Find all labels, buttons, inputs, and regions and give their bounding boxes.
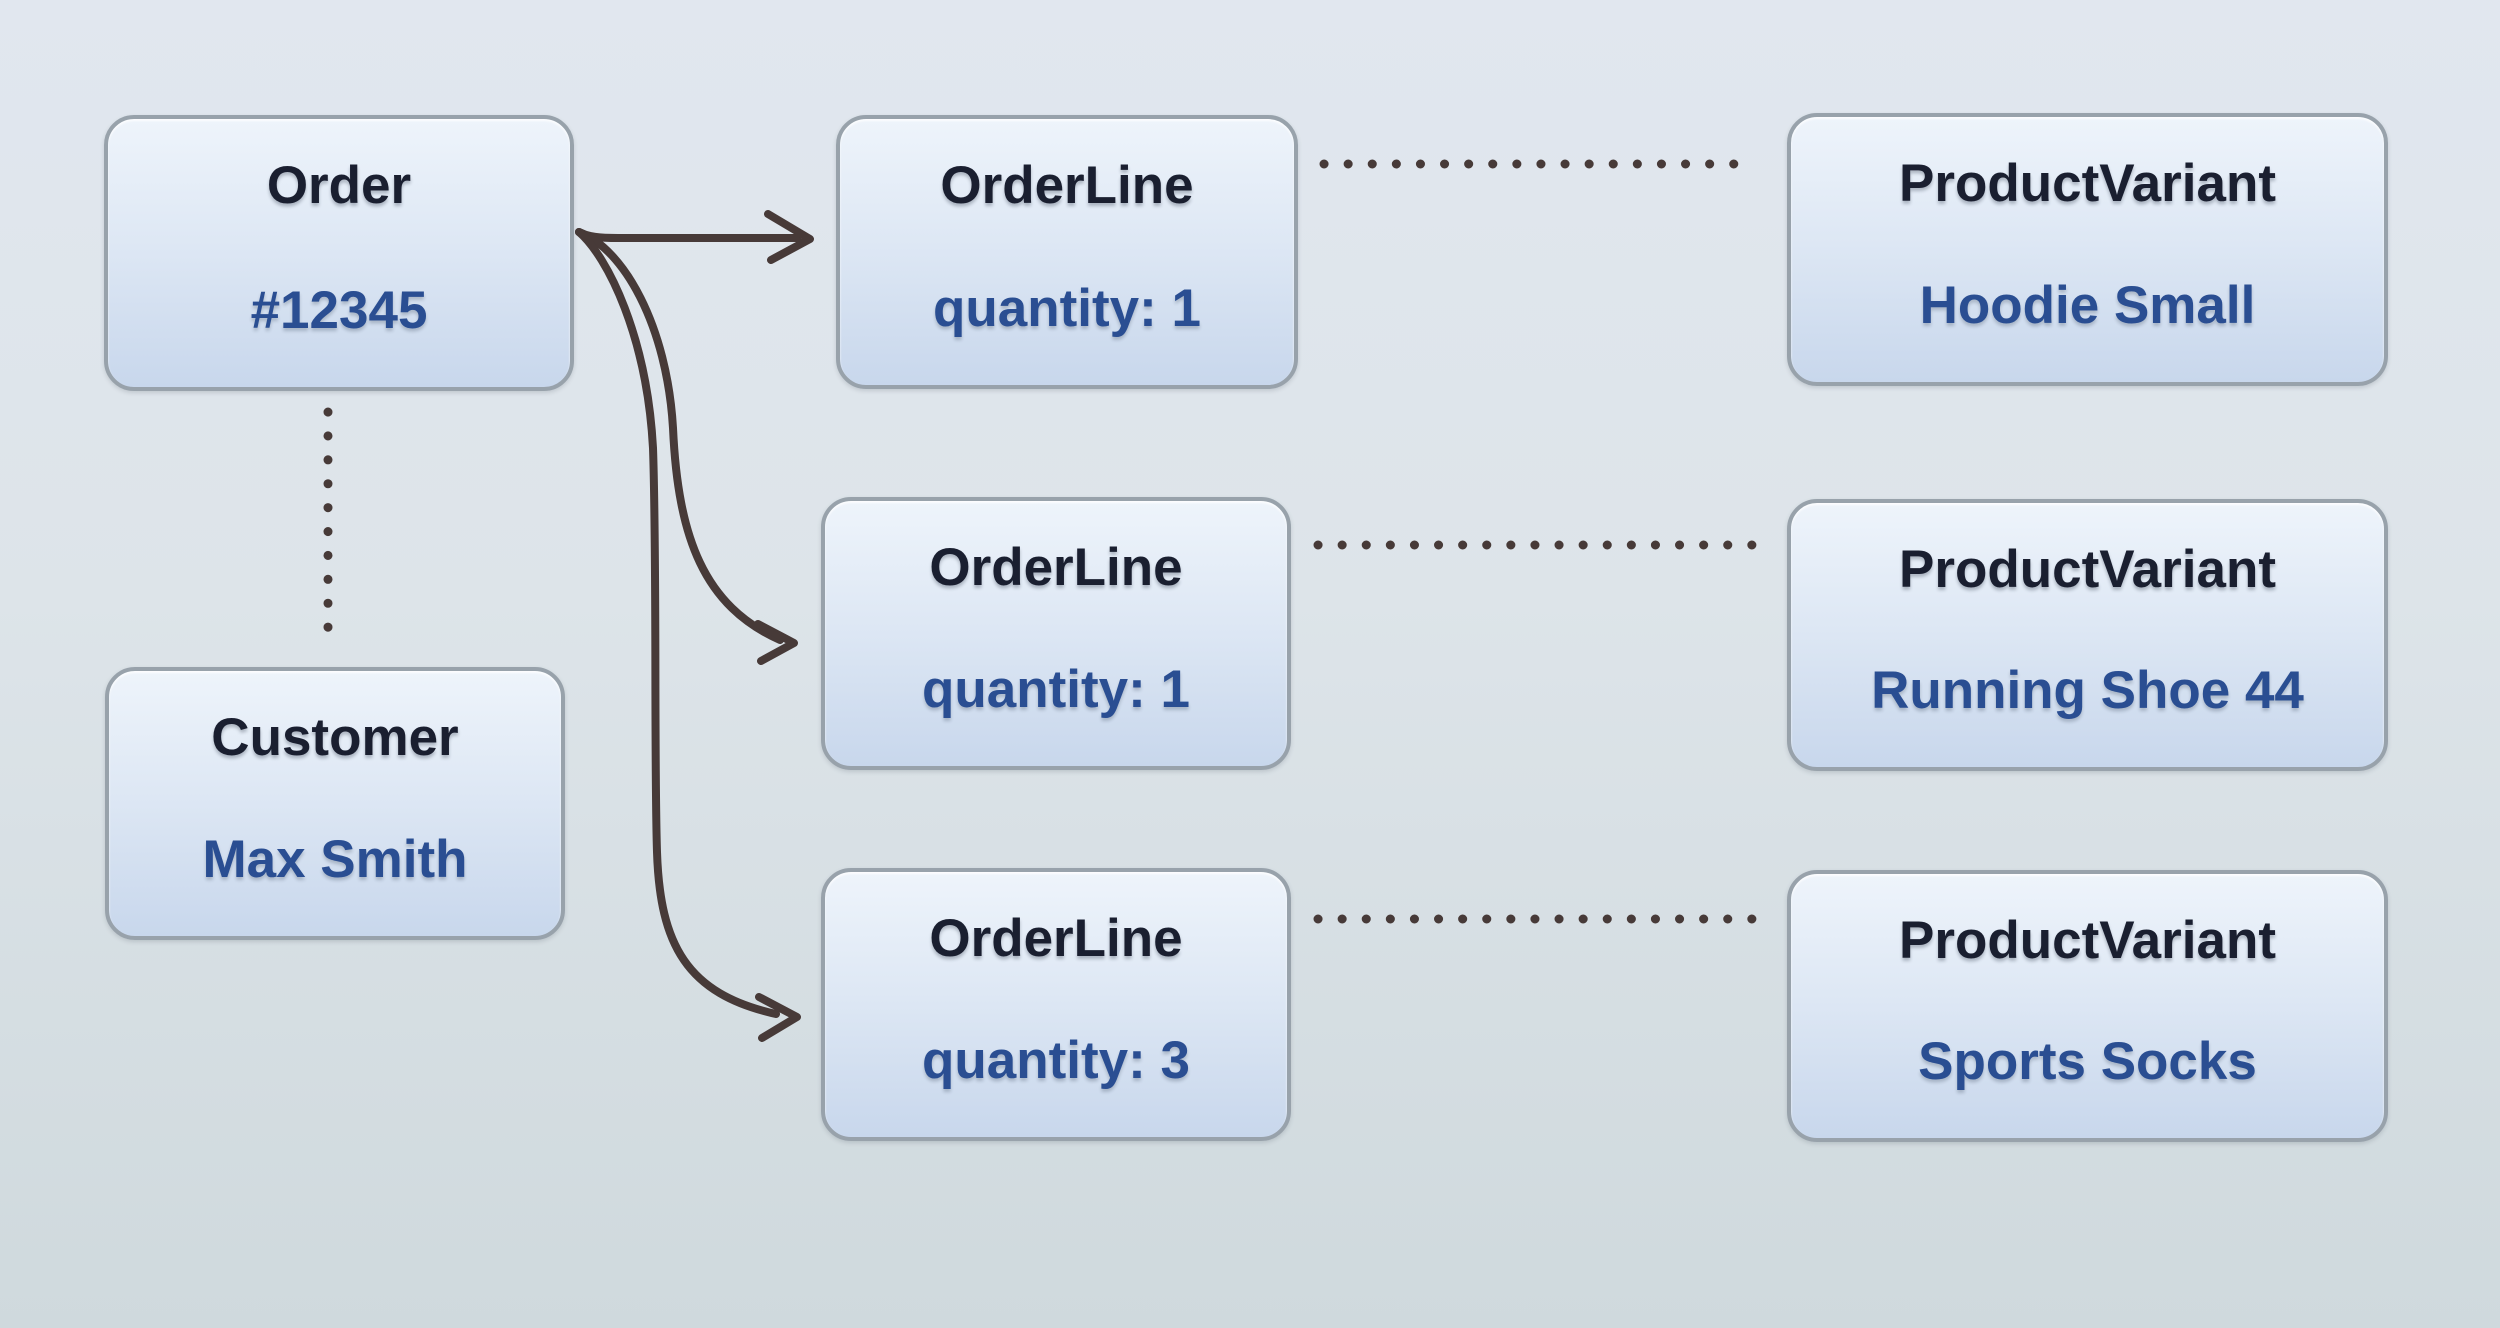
node-productvariant-2-title: ProductVariant [1899,540,2276,599]
node-order-value: #12345 [250,281,428,340]
edge-order-orderline1-arrowhead [764,210,814,264]
node-orderline-1-title: OrderLine [940,156,1194,215]
edge-order-orderline1-arrow [575,228,802,242]
node-customer: Customer Max Smith [105,667,565,940]
edge-order-orderline2-arrowhead [754,620,798,665]
edge-order-orderline3-arrow [575,228,780,1018]
node-productvariant-1: ProductVariant Hoodie Small [1787,113,2388,386]
node-customer-title: Customer [211,708,459,767]
node-customer-value: Max Smith [202,830,468,889]
edge-order-orderline3-arrowhead [755,993,801,1042]
node-productvariant-3-title: ProductVariant [1899,911,2276,970]
node-orderline-1: OrderLine quantity: 1 [836,115,1298,389]
node-productvariant-2: ProductVariant Running Shoe 44 [1787,499,2388,771]
node-orderline-2-title: OrderLine [929,538,1183,597]
node-productvariant-1-name: Hoodie Small [1919,276,2256,335]
node-orderline-2-quantity: quantity: 1 [922,660,1190,719]
node-orderline-3-quantity: quantity: 3 [922,1031,1190,1090]
node-order-title: Order [266,156,412,215]
node-productvariant-3-name: Sports Socks [1918,1032,2257,1091]
edge-order-orderline2-arrow [575,228,784,644]
node-order: Order #12345 [104,115,574,391]
node-productvariant-2-name: Running Shoe 44 [1871,661,2304,720]
node-productvariant-3: ProductVariant Sports Socks [1787,870,2388,1142]
node-orderline-1-quantity: quantity: 1 [933,279,1201,338]
node-orderline-3-title: OrderLine [929,909,1183,968]
node-productvariant-1-title: ProductVariant [1899,154,2276,213]
node-orderline-2: OrderLine quantity: 1 [821,497,1291,770]
node-orderline-3: OrderLine quantity: 3 [821,868,1291,1141]
